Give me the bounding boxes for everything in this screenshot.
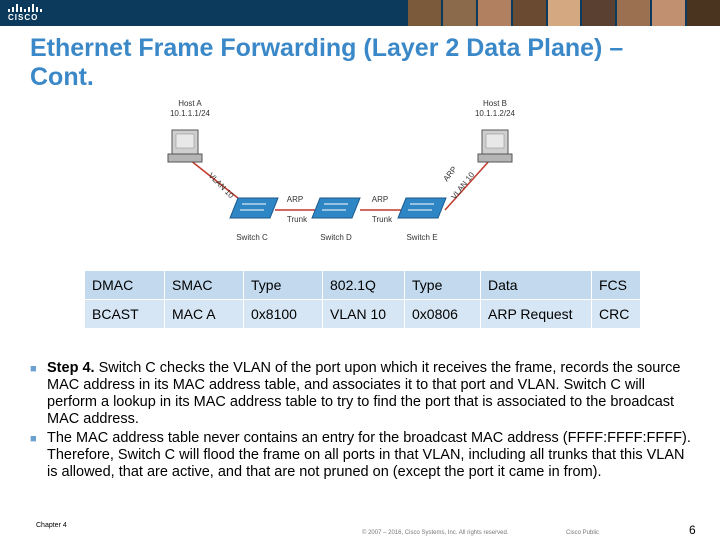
- table-header-cell: FCS: [591, 270, 641, 300]
- header-photo: [512, 0, 546, 26]
- frame-format-table: DMAC SMAC Type 802.1Q Type Data FCS BCAS…: [84, 270, 641, 329]
- host-a-ip: 10.1.1.1/24: [170, 109, 211, 118]
- table-cell: 0x0806: [404, 299, 481, 329]
- vlan-left-label: VLAN 10: [207, 171, 236, 200]
- table-cell: MAC A: [164, 299, 244, 329]
- table-cell: VLAN 10: [322, 299, 405, 329]
- arp-vertical-label: ARP: [441, 165, 458, 184]
- table-header-cell: Data: [480, 270, 592, 300]
- header-photo: [408, 0, 441, 26]
- page-number: 6: [689, 523, 696, 537]
- classification-label: Cisco Public: [566, 530, 600, 536]
- copyright-text: © 2007 – 2016, Cisco Systems, Inc. All r…: [362, 530, 509, 536]
- switch-c-icon: [229, 197, 279, 219]
- table-cell: CRC: [591, 299, 641, 329]
- header-photo: [547, 0, 581, 26]
- table-cell: 0x8100: [243, 299, 323, 329]
- bullet-icon: ■: [30, 433, 37, 445]
- table-header-cell: SMAC: [164, 270, 244, 300]
- host-b-icon: [477, 129, 513, 163]
- bullet-icon: ■: [30, 363, 37, 375]
- table-header-cell: 802.1Q: [322, 270, 405, 300]
- switch-d-icon: [311, 197, 361, 219]
- switch-c-label: Switch C: [236, 233, 268, 242]
- switch-e-label: Switch E: [406, 233, 437, 242]
- host-a-icon: [167, 129, 203, 163]
- host-a-name: Host A: [178, 99, 202, 108]
- host-b-ip: 10.1.1.2/24: [475, 109, 516, 118]
- trunk-left-label: Trunk: [287, 215, 308, 224]
- header-photo: [477, 0, 511, 26]
- table-header-cell: DMAC: [84, 270, 165, 300]
- header-bar: CISCO: [0, 0, 720, 26]
- header-photo: [687, 0, 720, 26]
- logo-text: CISCO: [8, 13, 39, 22]
- page-title: Ethernet Frame Forwarding (Layer 2 Data …: [30, 34, 624, 91]
- cisco-logo: CISCO: [8, 4, 44, 22]
- step-label: Step 4.: [47, 360, 95, 376]
- arp-right-label: ARP: [372, 195, 388, 204]
- table-cell: ARP Request: [480, 299, 592, 329]
- switch-d-label: Switch D: [320, 233, 352, 242]
- table-header-cell: Type: [404, 270, 481, 300]
- table-header-cell: Type: [243, 270, 323, 300]
- header-photo: [442, 0, 476, 26]
- switch-e-icon: [397, 197, 447, 219]
- table-header-row: DMAC SMAC Type 802.1Q Type Data FCS: [84, 270, 641, 300]
- arp-left-label: ARP: [287, 195, 303, 204]
- header-photo: [582, 0, 616, 26]
- header-photo: [617, 0, 651, 26]
- bullet-list: ■ Step 4. Switch C checks the VLAN of the…: [30, 360, 692, 483]
- chapter-label: Chapter 4: [36, 522, 67, 529]
- link-switch-e-host-b: [444, 159, 491, 211]
- list-item: ■ Step 4. Switch C checks the VLAN of the…: [30, 360, 692, 428]
- bullet-text: The MAC address table never contains an …: [47, 430, 691, 480]
- list-item: ■ The MAC address table never contains an…: [30, 430, 692, 481]
- header-photo: [652, 0, 686, 26]
- table-cell: BCAST: [84, 299, 165, 329]
- host-b-name: Host B: [483, 99, 507, 108]
- trunk-right-label: Trunk: [372, 215, 393, 224]
- logo-bars-icon: [8, 4, 42, 12]
- network-diagram: Host A 10.1.1.1/24 Host B 10.1.1.2/24 Sw…: [167, 99, 516, 242]
- header-photo-strip: [408, 0, 720, 26]
- table-row: BCAST MAC A 0x8100 VLAN 10 0x0806 ARP Re…: [84, 299, 641, 329]
- bullet-text: Switch C checks the VLAN of the port upo…: [47, 360, 681, 427]
